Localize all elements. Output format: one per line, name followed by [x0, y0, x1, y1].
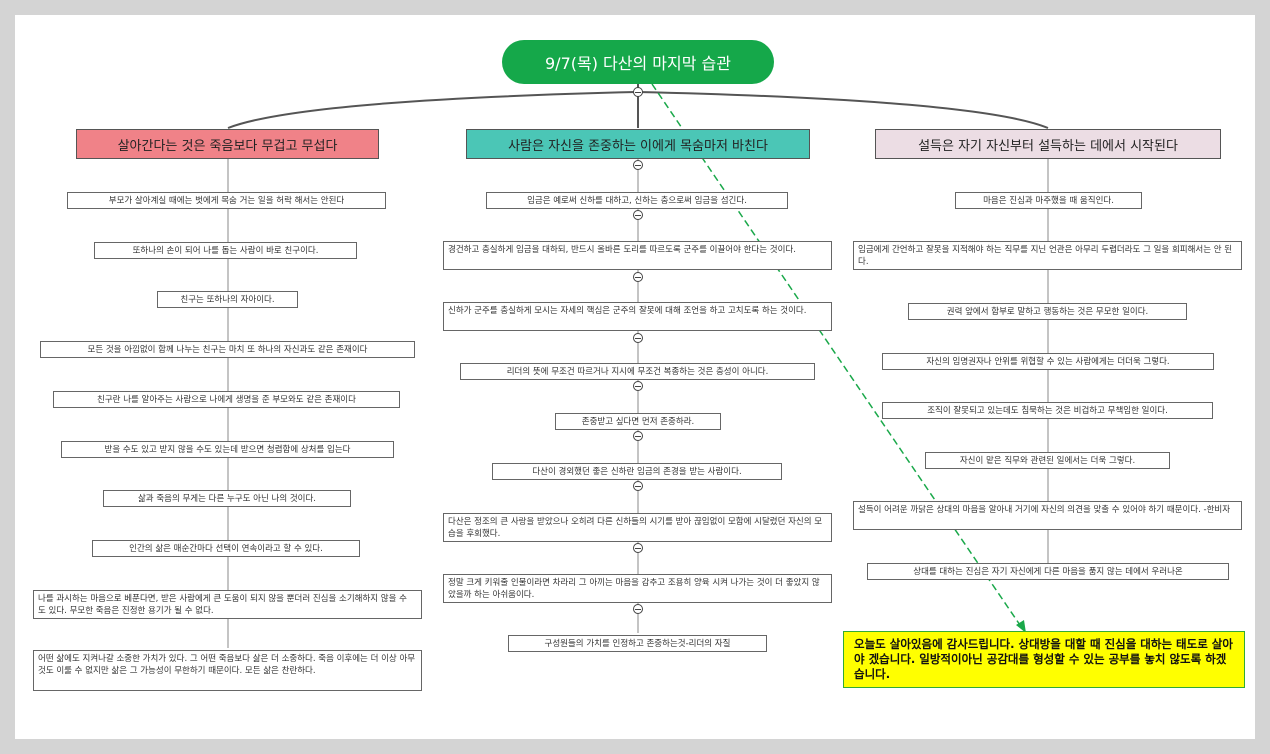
leaf-topic[interactable]: 권력 앞에서 함부로 말하고 행동하는 것은 무모한 일이다. — [908, 303, 1187, 320]
leaf-topic[interactable]: 친구란 나를 알아주는 사람으로 나에게 생명을 준 부모와도 같은 존재이다 — [53, 391, 400, 408]
leaf-topic[interactable]: 어떤 삶에도 지켜나갈 소중한 가치가 있다. 그 어떤 죽음보다 삶은 더 소… — [33, 650, 422, 691]
leaf-topic[interactable]: 경건하고 충실하게 임금을 대하되, 반드시 올바른 도리를 따르도록 군주를 … — [443, 241, 832, 270]
root-title: 9/7(목) 다산의 마지막 습관 — [545, 54, 731, 73]
leaf-topic[interactable]: 인간의 삶은 매순간마다 선택이 연속이라고 할 수 있다. — [92, 540, 360, 557]
branch-topic-1[interactable]: 살아간다는 것은 죽음보다 무겁고 무섭다 — [76, 129, 379, 159]
branch-topic-2[interactable]: 사람은 자신을 존중하는 이에게 목숨마저 바친다 — [466, 129, 810, 159]
leaf-topic[interactable]: 나를 과시하는 마음으로 베푼다면, 받은 사람에게 큰 도움이 되지 않을 뿐… — [33, 590, 422, 619]
root-collapse-icon[interactable] — [633, 87, 643, 97]
leaf-topic[interactable]: 구성원들의 가치를 인정하고 존중하는것-리더의 자질 — [508, 635, 767, 652]
root-topic[interactable]: 9/7(목) 다산의 마지막 습관 — [502, 40, 774, 84]
collapse-icon[interactable] — [633, 481, 643, 491]
branch-title: 설득은 자기 자신부터 설득하는 데에서 시작된다 — [918, 138, 1178, 154]
branch-title: 살아간다는 것은 죽음보다 무겁고 무섭다 — [117, 138, 338, 154]
collapse-icon[interactable] — [633, 210, 643, 220]
branch-topic-3[interactable]: 설득은 자기 자신부터 설득하는 데에서 시작된다 — [875, 129, 1221, 159]
leaf-topic[interactable]: 친구는 또하나의 자아이다. — [157, 291, 298, 308]
leaf-topic[interactable]: 자신의 임명권자나 안위를 위협할 수 있는 사람에게는 더더욱 그렇다. — [882, 353, 1214, 370]
branch-title: 사람은 자신을 존중하는 이에게 목숨마저 바친다 — [508, 138, 768, 154]
leaf-topic[interactable]: 부모가 살아계실 때에는 벗에게 목숨 거는 일을 허락 해서는 안된다 — [67, 192, 386, 209]
leaf-topic[interactable]: 리더의 뜻에 무조건 따르거나 지시에 무조건 복종하는 것은 충성이 아니다. — [460, 363, 815, 380]
leaf-topic[interactable]: 자신이 맡은 직무와 관련된 일에서는 더욱 그렇다. — [925, 452, 1170, 469]
leaf-topic[interactable]: 삶과 죽음의 무게는 다른 누구도 아닌 나의 것이다. — [103, 490, 351, 507]
leaf-topic[interactable]: 설득이 어려운 까닭은 상대의 마음을 알아내 거기에 자신의 의견을 맞출 수… — [853, 501, 1242, 530]
leaf-topic[interactable]: 상대를 대하는 진심은 자기 자신에게 다른 마음을 품지 않는 데에서 우러나… — [867, 563, 1229, 580]
leaf-topic[interactable]: 신하가 군주를 충실하게 모시는 자세의 핵심은 군주의 잘못에 대해 조언을 … — [443, 302, 832, 331]
leaf-topic[interactable]: 다산이 경외했던 좋은 신하란 임금의 존경을 받는 사람이다. — [492, 463, 782, 480]
leaf-topic[interactable]: 모든 것을 아낌없이 함께 나누는 친구는 마치 또 하나의 자신과도 같은 존… — [40, 341, 415, 358]
leaf-topic[interactable]: 존중받고 싶다면 먼저 존중하라. — [555, 413, 721, 430]
leaf-topic[interactable]: 다산은 정조의 큰 사랑을 받았으나 오히려 다른 신하들의 시기를 받아 끊임… — [443, 513, 832, 542]
leaf-topic[interactable]: 또하나의 손이 되어 나를 돕는 사람이 바로 친구이다. — [94, 242, 357, 259]
collapse-icon[interactable] — [633, 381, 643, 391]
collapse-icon[interactable] — [633, 333, 643, 343]
collapse-icon[interactable] — [633, 604, 643, 614]
collapse-icon[interactable] — [633, 431, 643, 441]
leaf-topic[interactable]: 마음은 진심과 마주했을 때 움직인다. — [955, 192, 1142, 209]
collapse-icon[interactable] — [633, 543, 643, 553]
collapse-icon[interactable] — [633, 160, 643, 170]
collapse-icon[interactable] — [633, 272, 643, 282]
reflection-note[interactable]: 오늘도 살아있음에 감사드립니다. 상대방을 대할 때 진심을 대하는 태도로 … — [843, 631, 1245, 688]
leaf-topic[interactable]: 임금에게 간언하고 잘못을 지적해야 하는 직무를 지닌 언관은 아무리 두렵더… — [853, 241, 1242, 270]
leaf-topic[interactable]: 정말 크게 키워줄 인물이라면 차라리 그 아끼는 마음을 감추고 조용히 양육… — [443, 574, 832, 603]
leaf-topic[interactable]: 임금은 예로써 신하를 대하고, 신하는 충으로써 임금을 섬긴다. — [486, 192, 788, 209]
leaf-topic[interactable]: 받을 수도 있고 받지 않을 수도 있는데 받으면 청렴함에 상처를 입는다 — [61, 441, 394, 458]
leaf-topic[interactable]: 조직이 잘못되고 있는데도 침묵하는 것은 비겁하고 무책임한 일이다. — [882, 402, 1213, 419]
